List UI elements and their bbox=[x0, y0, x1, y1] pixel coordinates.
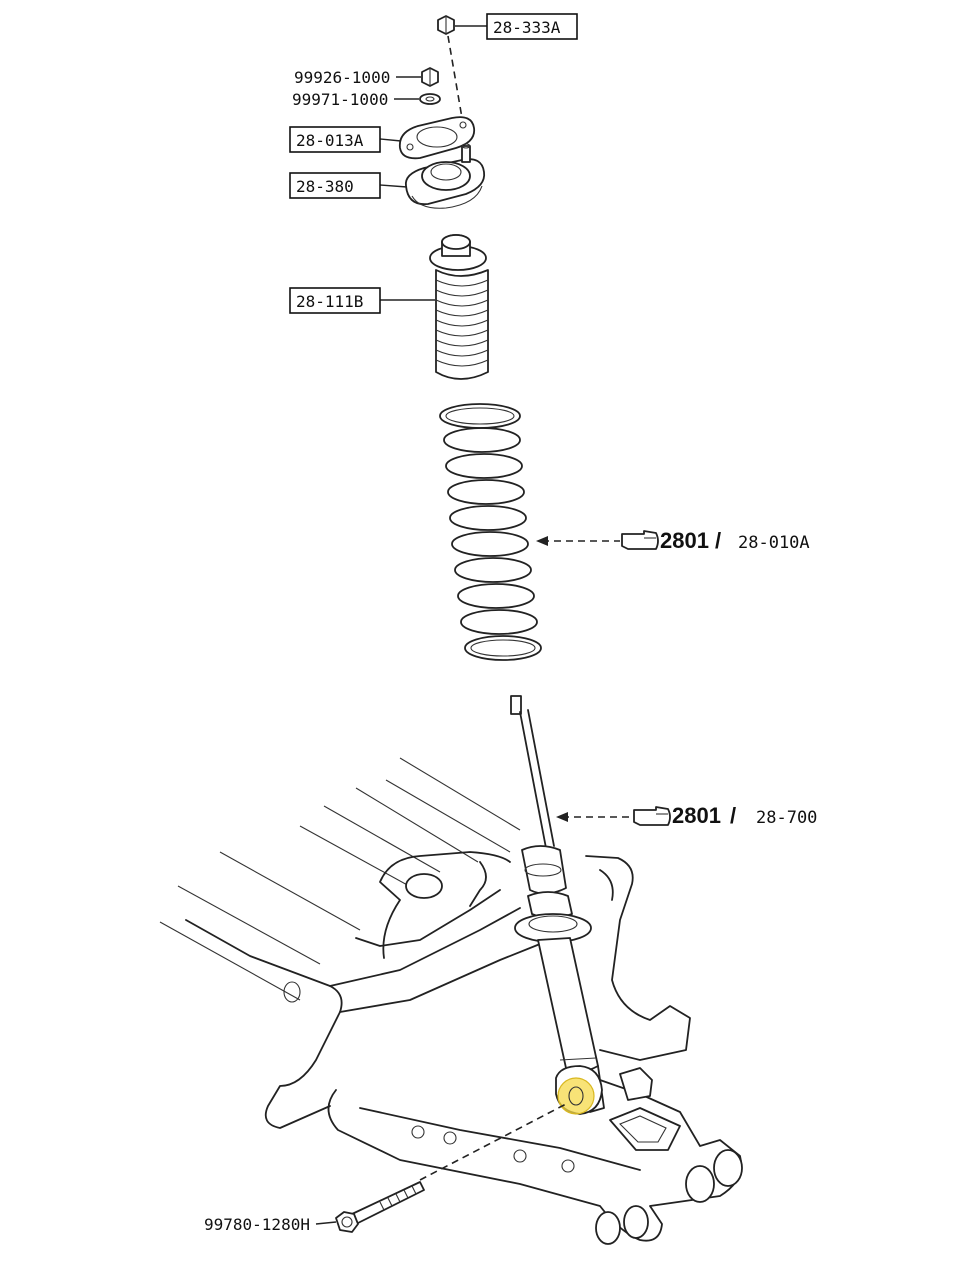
shock-ref-arrowhead bbox=[556, 812, 568, 822]
spring-ref-separator: / bbox=[715, 528, 721, 553]
washer-part[interactable] bbox=[419, 93, 441, 105]
top-nut-part[interactable] bbox=[437, 15, 455, 35]
label-box-28-333a bbox=[486, 13, 578, 40]
label-box-28-380 bbox=[289, 172, 381, 199]
upper-mount-part[interactable] bbox=[404, 143, 486, 209]
shock-ref-separator: / bbox=[730, 803, 736, 828]
bump-stop-boot-part[interactable] bbox=[429, 234, 489, 380]
mounting-bolt-part[interactable] bbox=[335, 1181, 425, 1233]
label-28-380[interactable]: 28-380 bbox=[296, 177, 354, 196]
shock-ref-sub[interactable]: 28-700 bbox=[756, 808, 817, 828]
spring-ref-sub[interactable]: 28-010A bbox=[738, 533, 810, 553]
label-99780-1280h[interactable]: 99780-1280H bbox=[204, 1215, 310, 1234]
label-box-28-013a bbox=[289, 126, 381, 153]
label-99926-1000[interactable]: 99926-1000 bbox=[294, 68, 390, 87]
spring-ref-arrowhead bbox=[536, 536, 548, 546]
pointing-hand-icon bbox=[621, 530, 659, 550]
chassis-subframe bbox=[159, 757, 691, 1129]
label-99971-1000[interactable]: 99971-1000 bbox=[292, 90, 388, 109]
highlight-lower-mount[interactable] bbox=[557, 1077, 595, 1115]
label-28-111b[interactable]: 28-111B bbox=[296, 292, 363, 311]
label-28-333a[interactable]: 28-333A bbox=[493, 18, 561, 37]
coil-spring-part[interactable] bbox=[439, 403, 542, 661]
nut-part[interactable] bbox=[421, 67, 439, 87]
label-box-28-111b bbox=[289, 287, 381, 314]
shock-ref-main[interactable]: 2801 bbox=[672, 803, 721, 828]
shock-absorber-part[interactable] bbox=[510, 695, 603, 1115]
label-28-013a[interactable]: 28-013A bbox=[296, 131, 364, 150]
pointing-hand-icon bbox=[633, 806, 671, 826]
insulator-plate-part[interactable] bbox=[398, 116, 476, 160]
spring-ref-main[interactable]: 2801 bbox=[660, 528, 709, 553]
lower-control-arm[interactable] bbox=[327, 1065, 743, 1245]
